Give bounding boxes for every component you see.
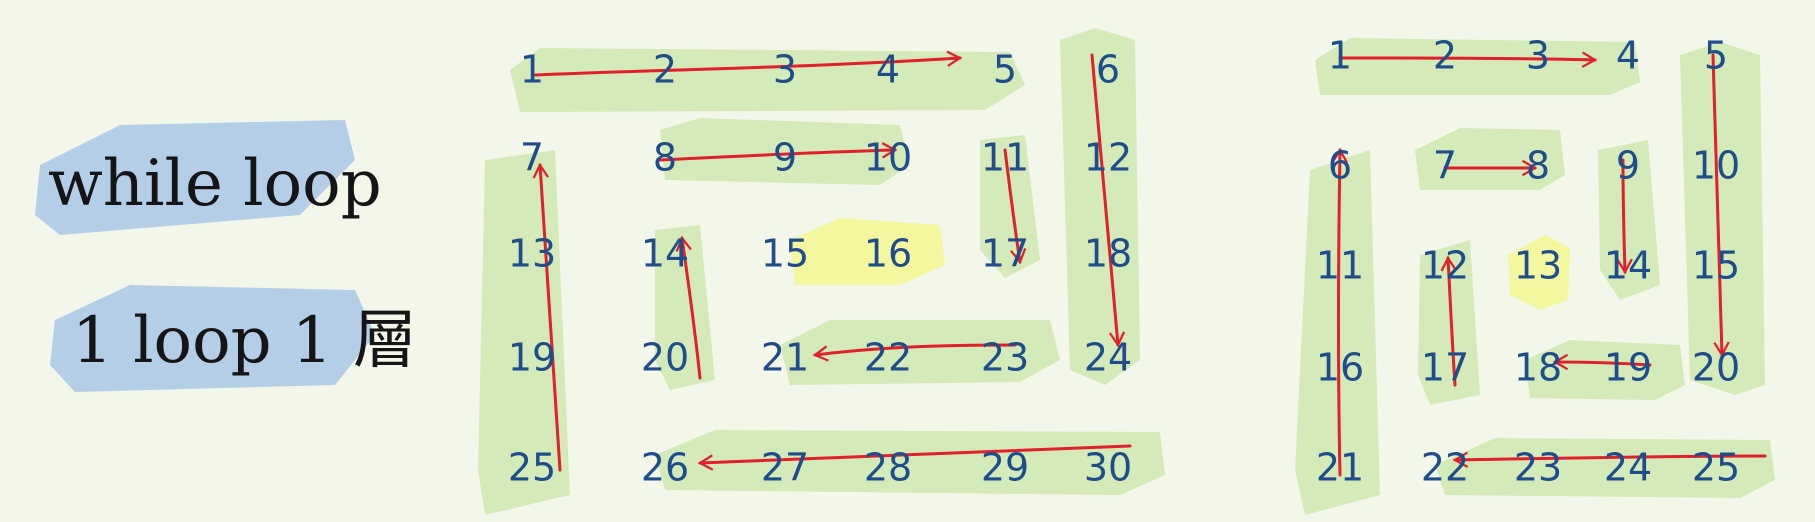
grid-number: 22 (864, 336, 912, 380)
highlight-left-col (478, 150, 570, 515)
grid-number: 1 (1328, 34, 1352, 78)
subtitle-label: 1 loop 1 層 (72, 304, 417, 378)
grid-number: 12 (1421, 244, 1469, 288)
grid-number: 5 (993, 48, 1017, 92)
grid-number: 30 (1084, 446, 1132, 490)
grid-number: 27 (761, 446, 809, 490)
grid-number: 28 (864, 446, 912, 490)
grid-number: 4 (876, 48, 900, 92)
grid-number: 8 (1526, 144, 1550, 188)
grid-number: 3 (1526, 34, 1550, 78)
grid-number: 15 (1692, 244, 1740, 288)
arrow-col2-up (675, 235, 702, 380)
arrow-col6-down (1090, 53, 1126, 348)
title-label: while loop (48, 147, 382, 221)
grid-number: 16 (1316, 346, 1364, 390)
arrow-col5-down (1003, 148, 1027, 265)
grid-number: 23 (981, 336, 1029, 380)
grid-number: 1 (520, 48, 544, 92)
grid-number: 24 (1604, 446, 1652, 490)
grid-number: 25 (1692, 446, 1740, 490)
grid-number: 8 (653, 136, 677, 180)
grid-5x5-arrows (1331, 51, 1767, 477)
grid-number: 6 (1328, 144, 1352, 188)
grid-number: 9 (773, 136, 797, 180)
grid-number: 26 (641, 446, 689, 490)
grid-number: 19 (1604, 346, 1652, 390)
arrow-row5-left (1452, 451, 1767, 468)
subtitle-highlight (50, 285, 375, 392)
grid-number: 20 (641, 336, 689, 380)
highlight-top-row (1315, 38, 1640, 95)
grid-number: 21 (1316, 446, 1364, 490)
highlight-right-col (1680, 42, 1765, 395)
grid-number: 10 (864, 136, 912, 180)
highlight-right-col (1060, 28, 1140, 385)
grid-number: 11 (981, 136, 1029, 180)
arrow-col5-down (1711, 53, 1730, 358)
grid-number: 29 (981, 446, 1029, 490)
grid-number: 10 (1692, 144, 1740, 188)
grid-number: 4 (1616, 34, 1640, 78)
highlight-inner-left (1418, 240, 1480, 405)
highlight-center (1508, 235, 1570, 310)
arrow-row4-left (1552, 353, 1652, 371)
label-group: while loop 1 loop 1 層 (35, 120, 417, 392)
grid-number: 22 (1421, 446, 1469, 490)
grid-number: 7 (520, 136, 544, 180)
arrow-row4-left (812, 343, 1017, 362)
grid-number: 13 (1514, 244, 1562, 288)
grid-number: 15 (761, 232, 809, 276)
grid-number: 18 (1514, 346, 1562, 390)
grid-number: 2 (653, 48, 677, 92)
grid-number: 13 (508, 232, 556, 276)
grid-number: 9 (1616, 144, 1640, 188)
arrow-row1 (533, 50, 963, 77)
highlight-top-row (510, 48, 1025, 112)
arrow-row2 (658, 142, 898, 162)
grid-number: 12 (1084, 136, 1132, 180)
grid-number: 24 (1084, 336, 1132, 380)
highlight-inner-bottom (780, 320, 1060, 385)
title-highlight (35, 120, 355, 235)
grid-number: 5 (1704, 34, 1728, 78)
grid-number: 25 (508, 446, 556, 490)
highlight-inner-left (655, 225, 715, 390)
grid-number: 23 (1514, 446, 1562, 490)
grid-number: 11 (1316, 244, 1364, 288)
highlight-bottom-row (1435, 438, 1775, 498)
arrow-row1 (1338, 51, 1598, 68)
grid-number: 7 (1433, 144, 1457, 188)
grid-6x5-arrows (532, 50, 1132, 472)
grid-number: 19 (508, 336, 556, 380)
arrow-col2-up (1440, 255, 1457, 387)
grid-number: 17 (981, 232, 1029, 276)
grid-number: 14 (1604, 244, 1652, 288)
grid-number: 2 (1433, 34, 1457, 78)
arrow-col4-down (1616, 158, 1633, 275)
arrow-col1-up (1331, 147, 1348, 477)
grid-number: 14 (641, 232, 689, 276)
grid-number: 21 (761, 336, 809, 380)
highlight-center (790, 218, 945, 285)
grid-number: 6 (1096, 48, 1120, 92)
arrow-col1-up (532, 162, 562, 472)
highlight-inner-right (1598, 140, 1660, 300)
grid-6x5-highlights (478, 28, 1165, 515)
grid-number: 17 (1421, 346, 1469, 390)
grid-number: 18 (1084, 232, 1132, 276)
grid-number: 20 (1692, 346, 1740, 390)
grid-number: 16 (864, 232, 912, 276)
arrow-row5-left (697, 444, 1132, 471)
grid-number: 3 (773, 48, 797, 92)
highlight-inner-top (660, 118, 910, 185)
highlight-bottom-row (655, 430, 1165, 495)
highlight-inner-right (980, 135, 1040, 278)
